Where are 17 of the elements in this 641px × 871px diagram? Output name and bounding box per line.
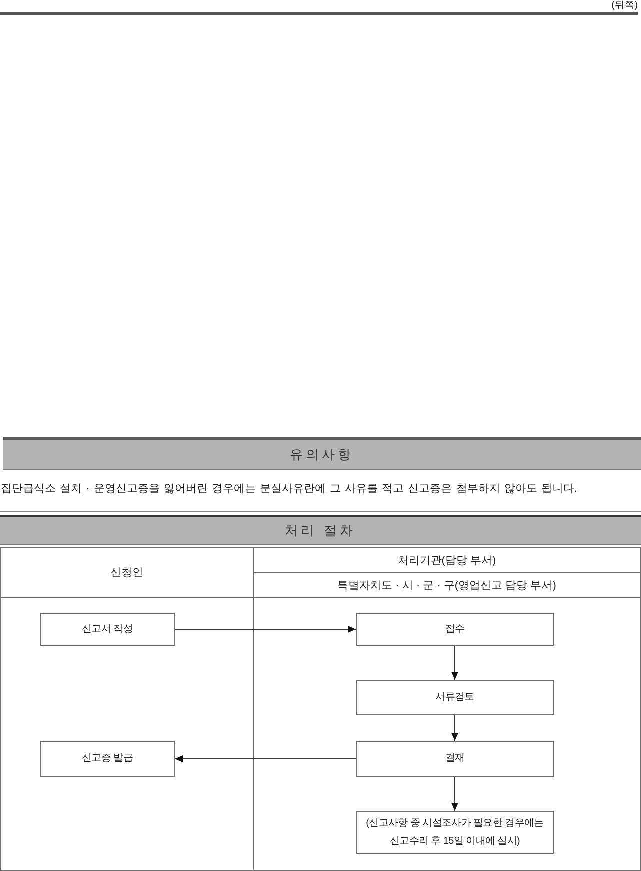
process-box: 신고증 발급 [40,741,175,777]
column-header: 처리기관(담당 부서) [253,547,641,573]
column-header: 신청인 [0,547,254,598]
arrow [452,776,458,812]
process-box: 서류검토 [356,680,554,715]
process-box: 신고서 작성 [40,613,175,646]
process-box: 접수 [356,613,554,646]
section-header: 유의사항 [3,440,641,470]
arrow [452,714,458,742]
page-side-label: (뒤쪽) [612,0,638,11]
section-header: 처리 절차 [0,517,641,545]
arrow [452,646,458,680]
arrow [174,626,356,633]
process-box: (신고사항 중 시설조사가 필요한 경우에는 신고수리 후 15일 이내에 실시) [356,811,554,854]
note-text: 집단급식소 설치 · 운영신고증을 잃어버린 경우에는 분실사유란에 그 사유를 적고 신고증은 첨부하지 않아도 됩니다. [1,482,578,496]
arrow [174,756,356,762]
process-box: 결재 [356,741,554,777]
